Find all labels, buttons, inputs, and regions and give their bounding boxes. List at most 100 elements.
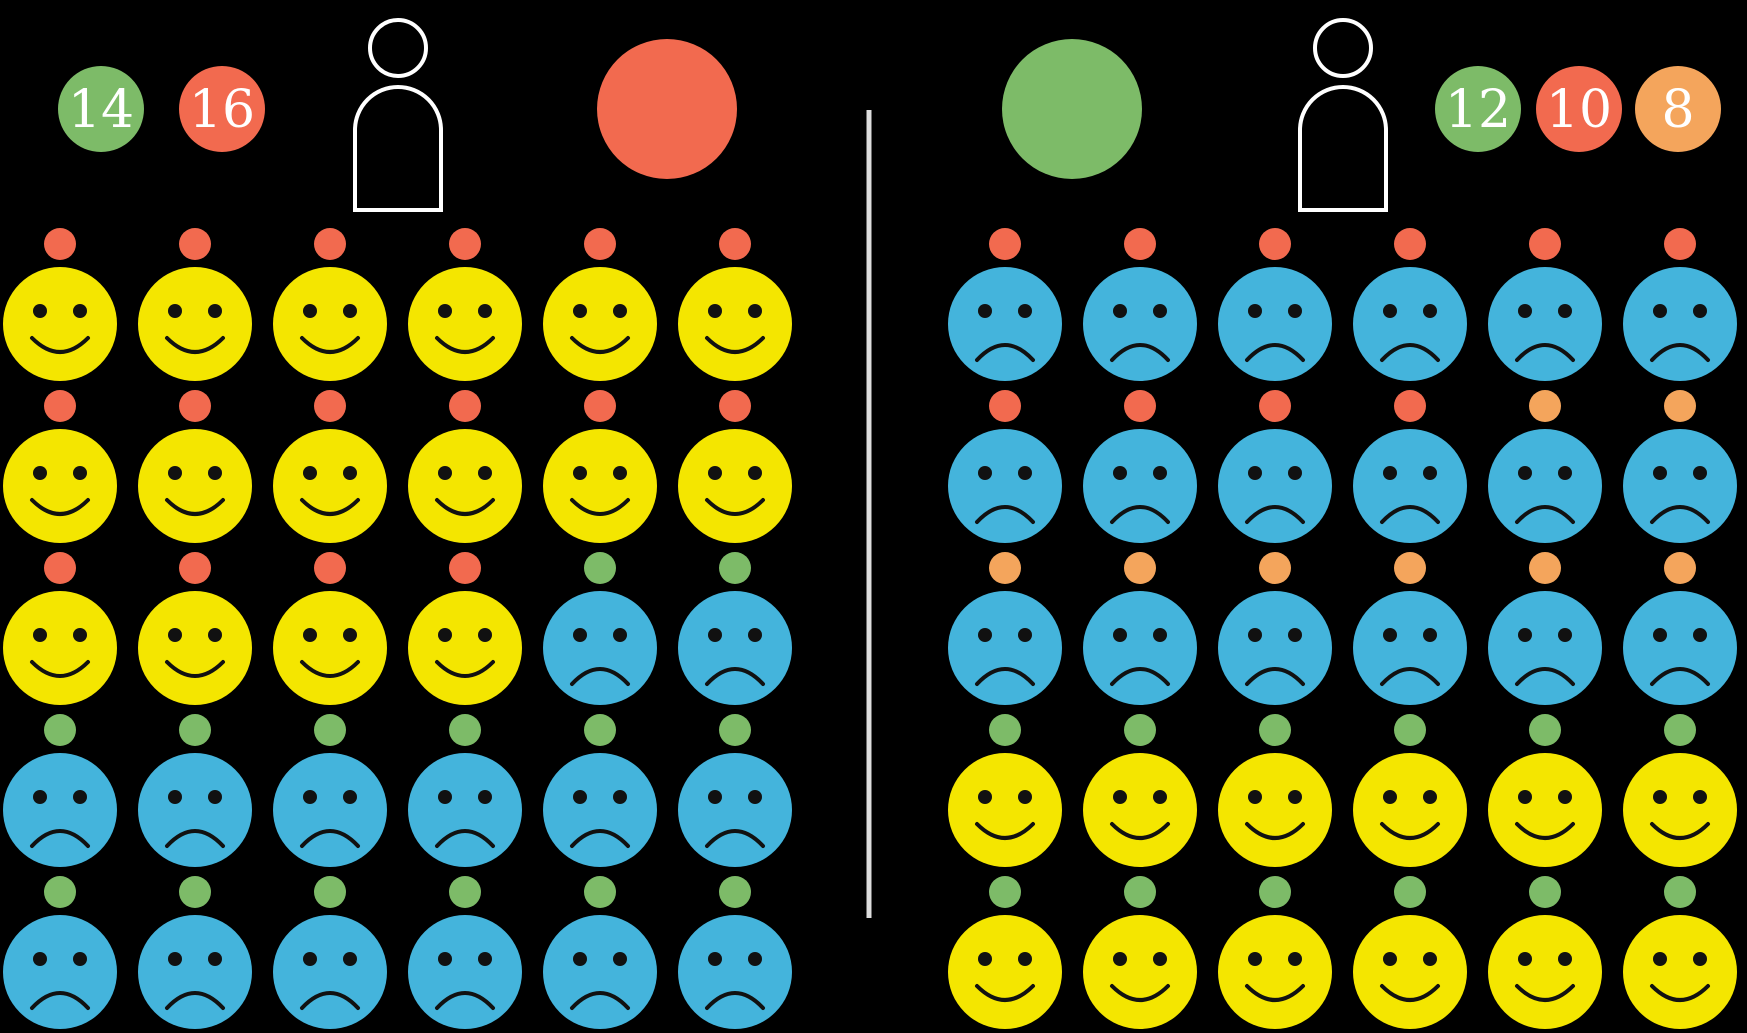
preference-dot [449,390,481,422]
right-voter-2-1 [1083,552,1197,705]
sad-face-icon [3,915,117,1029]
sad-face-icon [543,591,657,705]
preference-dot [314,876,346,908]
right-voter-3-3 [1353,714,1467,867]
person-outline-icon [353,18,443,212]
right-voter-2-2 [1218,552,1332,705]
preference-dot [179,552,211,584]
sad-face-icon [543,753,657,867]
preference-dot [584,714,616,746]
preference-dot [44,390,76,422]
preference-dot [1394,228,1426,260]
left-voter-1-3 [408,390,522,543]
count-badge-circle [58,66,144,152]
left-voter-1-0 [3,390,117,543]
preference-dot [314,552,346,584]
right-voter-2-4 [1488,552,1602,705]
happy-face-icon [543,267,657,381]
happy-face-icon [273,267,387,381]
right-voter-3-4 [1488,714,1602,867]
preference-dot [1529,390,1561,422]
preference-dot [989,552,1021,584]
preference-dot [44,876,76,908]
count-badge-value: 14 [68,80,134,140]
preference-dot [1664,390,1696,422]
right-voter-0-1 [1083,228,1197,381]
right-count-badge-1: 10 [1536,66,1622,152]
sad-face-icon [1488,429,1602,543]
right-voter-1-5 [1623,390,1737,543]
happy-face-icon [3,429,117,543]
sad-face-icon [1488,267,1602,381]
sad-face-icon [273,915,387,1029]
happy-face-icon [1218,915,1332,1029]
left-voter-0-1 [138,228,252,381]
happy-face-icon [1623,915,1737,1029]
preference-dot [1394,552,1426,584]
right-voter-0-4 [1488,228,1602,381]
preference-dot [584,228,616,260]
happy-face-icon [678,429,792,543]
preference-dot [584,552,616,584]
preference-dot [314,714,346,746]
preference-dot [1124,714,1156,746]
left-voter-1-5 [678,390,792,543]
preference-dot [1124,390,1156,422]
right-voter-4-1 [1083,876,1197,1029]
count-badge-value: 12 [1445,80,1511,140]
preference-dot [1259,876,1291,908]
preference-dot [1259,714,1291,746]
right-panel: 12 10 8 [948,18,1737,1029]
happy-face-icon [1353,753,1467,867]
happy-face-icon [1218,753,1332,867]
right-voter-4-2 [1218,876,1332,1029]
right-voter-3-1 [1083,714,1197,867]
left-voter-2-3 [408,552,522,705]
preference-dot [449,552,481,584]
right-voter-3-5 [1623,714,1737,867]
sad-face-icon [1623,591,1737,705]
preference-dot [719,714,751,746]
preference-dot [44,552,76,584]
left-voter-4-4 [543,876,657,1029]
left-count-badge-1: 16 [179,66,265,152]
happy-face-icon [138,267,252,381]
preference-dot [1664,228,1696,260]
preference-dot [44,228,76,260]
preference-dot [314,228,346,260]
happy-face-icon [408,591,522,705]
preference-dot [179,714,211,746]
preference-dot [1529,876,1561,908]
sad-face-icon [948,591,1062,705]
person-outline-icon [1298,18,1388,212]
right-voter-4-0 [948,876,1062,1029]
left-voter-2-4 [543,552,657,705]
preference-dot [1529,552,1561,584]
sad-face-icon [138,915,252,1029]
happy-face-icon [273,591,387,705]
preference-dot [1124,876,1156,908]
sad-face-icon [1218,267,1332,381]
left-voter-0-0 [3,228,117,381]
right-voter-1-4 [1488,390,1602,543]
sad-face-icon [1083,591,1197,705]
sad-face-icon [1083,267,1197,381]
happy-face-icon [273,429,387,543]
right-voter-4-5 [1623,876,1737,1029]
left-voter-4-0 [3,876,117,1029]
preference-dot [1664,876,1696,908]
sad-face-icon [273,753,387,867]
preference-dot [989,876,1021,908]
left-voter-1-4 [543,390,657,543]
preference-dot [1664,552,1696,584]
preference-dot [1259,552,1291,584]
sad-face-icon [543,915,657,1029]
sad-face-icon [1083,429,1197,543]
left-voter-3-3 [408,714,522,867]
happy-face-icon [408,267,522,381]
happy-face-icon [948,915,1062,1029]
happy-face-icon [3,591,117,705]
left-voter-3-0 [3,714,117,867]
preference-dot [449,714,481,746]
count-badge-value: 10 [1546,80,1612,140]
